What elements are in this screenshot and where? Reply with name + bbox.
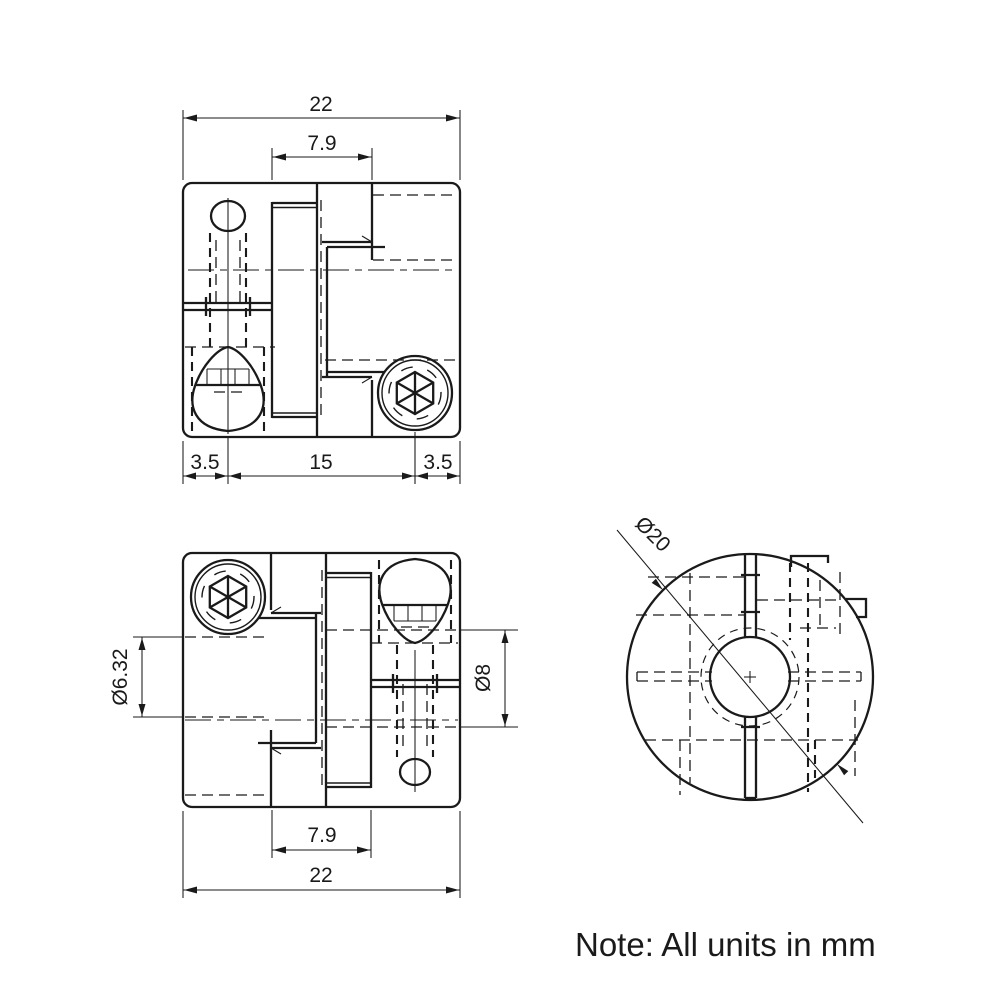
front-view bbox=[181, 181, 462, 484]
front-clamp-screw bbox=[376, 354, 454, 484]
dim-front-right-offset: 3.5 bbox=[423, 451, 452, 474]
dim-back-hub-width: 7.9 bbox=[307, 824, 336, 847]
side-outline bbox=[625, 552, 875, 802]
back-view bbox=[181, 551, 462, 809]
back-clamp-screw bbox=[189, 558, 267, 636]
back-screw-head bbox=[378, 557, 452, 645]
back-view-dimensions: Ø6.32 Ø8 7.9 22 bbox=[109, 629, 518, 898]
dim-front-hub-width: 7.9 bbox=[307, 132, 336, 155]
side-bore bbox=[708, 635, 792, 719]
dim-side-outer-diameter: Ø20 bbox=[630, 512, 674, 556]
units-note: Note: All units in mm bbox=[575, 926, 876, 963]
dim-back-left-bore: Ø6.32 bbox=[109, 648, 132, 705]
front-view-dimensions: 22 7.9 3.5 15 3.5 bbox=[182, 93, 461, 484]
side-view bbox=[625, 552, 875, 802]
side-view-dimensions: Ø20 bbox=[616, 512, 864, 824]
dim-front-screw-spacing: 15 bbox=[309, 451, 332, 474]
dim-front-left-offset: 3.5 bbox=[190, 451, 219, 474]
dim-front-overall-width: 22 bbox=[309, 93, 332, 116]
dim-back-right-bore: Ø8 bbox=[472, 664, 495, 692]
dim-back-overall-width: 22 bbox=[309, 864, 332, 887]
front-screw-head bbox=[191, 345, 265, 433]
